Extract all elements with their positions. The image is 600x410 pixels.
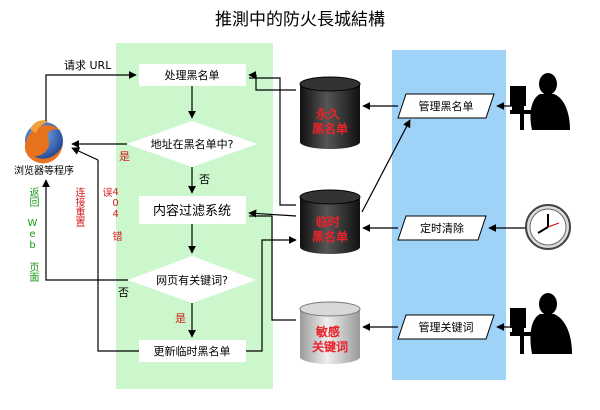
manage-keywords-box [397,314,495,340]
no-label-2: 否 [118,286,129,299]
sensitive-keywords-label: 敏感 关键词 [312,324,348,354]
address-in-blacklist-decision [127,121,257,167]
firefox-icon [24,120,63,164]
manage-keywords-label: 管理关键词 [419,320,474,334]
timed-clear-label: 定时清除 [420,221,464,235]
browser-label: 浏览器等程序 [14,164,74,177]
has-keyword-decision [128,256,256,303]
temporary-line-2: 黑名单 [312,229,348,244]
manage-blacklist-label: 管理黑名单 [419,99,474,113]
content-filter-box [139,196,246,224]
admin-arrows [361,102,530,331]
process-blacklist-label: 处理黑名单 [165,68,220,82]
temporary-blacklist-db [299,189,361,254]
permanent-line-2: 黑名单 [312,121,348,136]
timed-clear-box [397,215,487,241]
update-temp-blacklist-box [139,340,246,362]
manage-blacklist-box [397,93,495,119]
address-in-blacklist-label: 地址在黑名单中? [151,137,234,151]
return-web-page-label: 返回 Web 页面 [27,187,38,282]
yes-label-2: 是 [175,312,186,325]
flow-arrows [42,71,297,352]
temporary-line-1: 临时 [316,214,340,229]
yes-label-1: 是 [119,150,130,163]
temporary-blacklist-label: 临时 黑名单 [312,214,348,244]
request-url-label: 请求 URL [64,59,112,72]
person-at-computer-icon-bottom [510,293,572,354]
process-blacklist-box [139,64,246,86]
content-filter-label: 内容过滤系统 [153,203,231,219]
sensitive-line-2: 关键词 [312,339,348,354]
permanent-blacklist-db [299,76,361,149]
no-label-1: 否 [199,173,210,186]
person-at-computer-icon [510,73,570,130]
error-404-label: 404 错误 [100,187,121,241]
sensitive-keywords-db [299,301,361,364]
sensitive-line-1: 敏感 [315,324,340,339]
clock-icon [525,204,571,250]
page-title: 推測中的防火長城結構 [215,10,385,30]
update-temp-blacklist-label: 更新临时黑名单 [154,344,231,358]
permanent-line-1: 永久 [315,106,341,121]
has-keyword-label: 网页有关键词? [156,273,228,287]
permanent-blacklist-label: 永久 黑名单 [312,106,348,136]
connection-reset-label: 连接重置 [73,187,84,227]
